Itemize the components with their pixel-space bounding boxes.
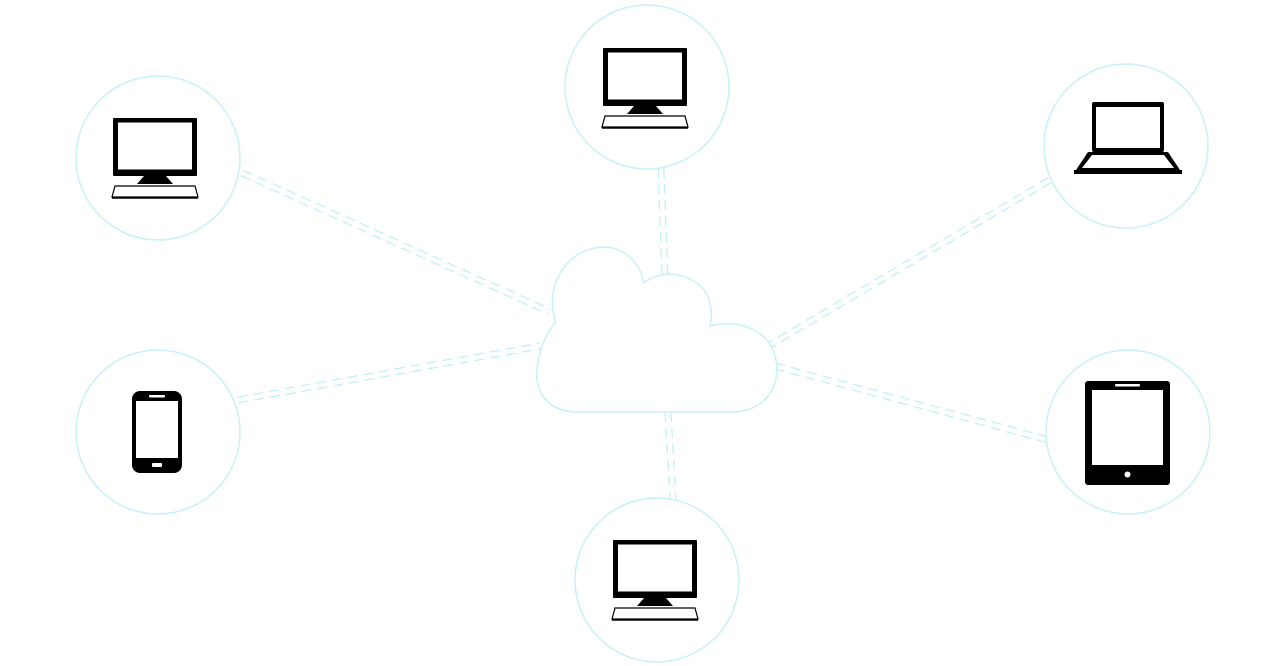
node-top-center [564, 4, 730, 170]
node-top-left [75, 75, 241, 241]
link-top-left [240, 169, 552, 316]
node-top-right [1043, 63, 1209, 229]
connection-links [237, 167, 1052, 501]
node-mid-right [1045, 349, 1211, 515]
link-top-right [768, 176, 1052, 349]
link-top-center [657, 167, 669, 279]
smartphone-icon [132, 391, 182, 473]
desktop-monitor-icon [611, 539, 699, 621]
laptop-icon [1074, 102, 1182, 174]
desktop-monitor-icon [111, 117, 199, 199]
cloud-icon [536, 246, 778, 413]
desktop-monitor-icon [601, 47, 689, 129]
link-mid-left [237, 342, 541, 404]
cloud-hub [536, 246, 778, 413]
tablet-icon [1085, 381, 1170, 485]
node-mid-left [75, 349, 241, 515]
link-bottom-center [664, 411, 677, 501]
node-bottom-center [574, 497, 740, 663]
link-mid-right [774, 362, 1049, 444]
